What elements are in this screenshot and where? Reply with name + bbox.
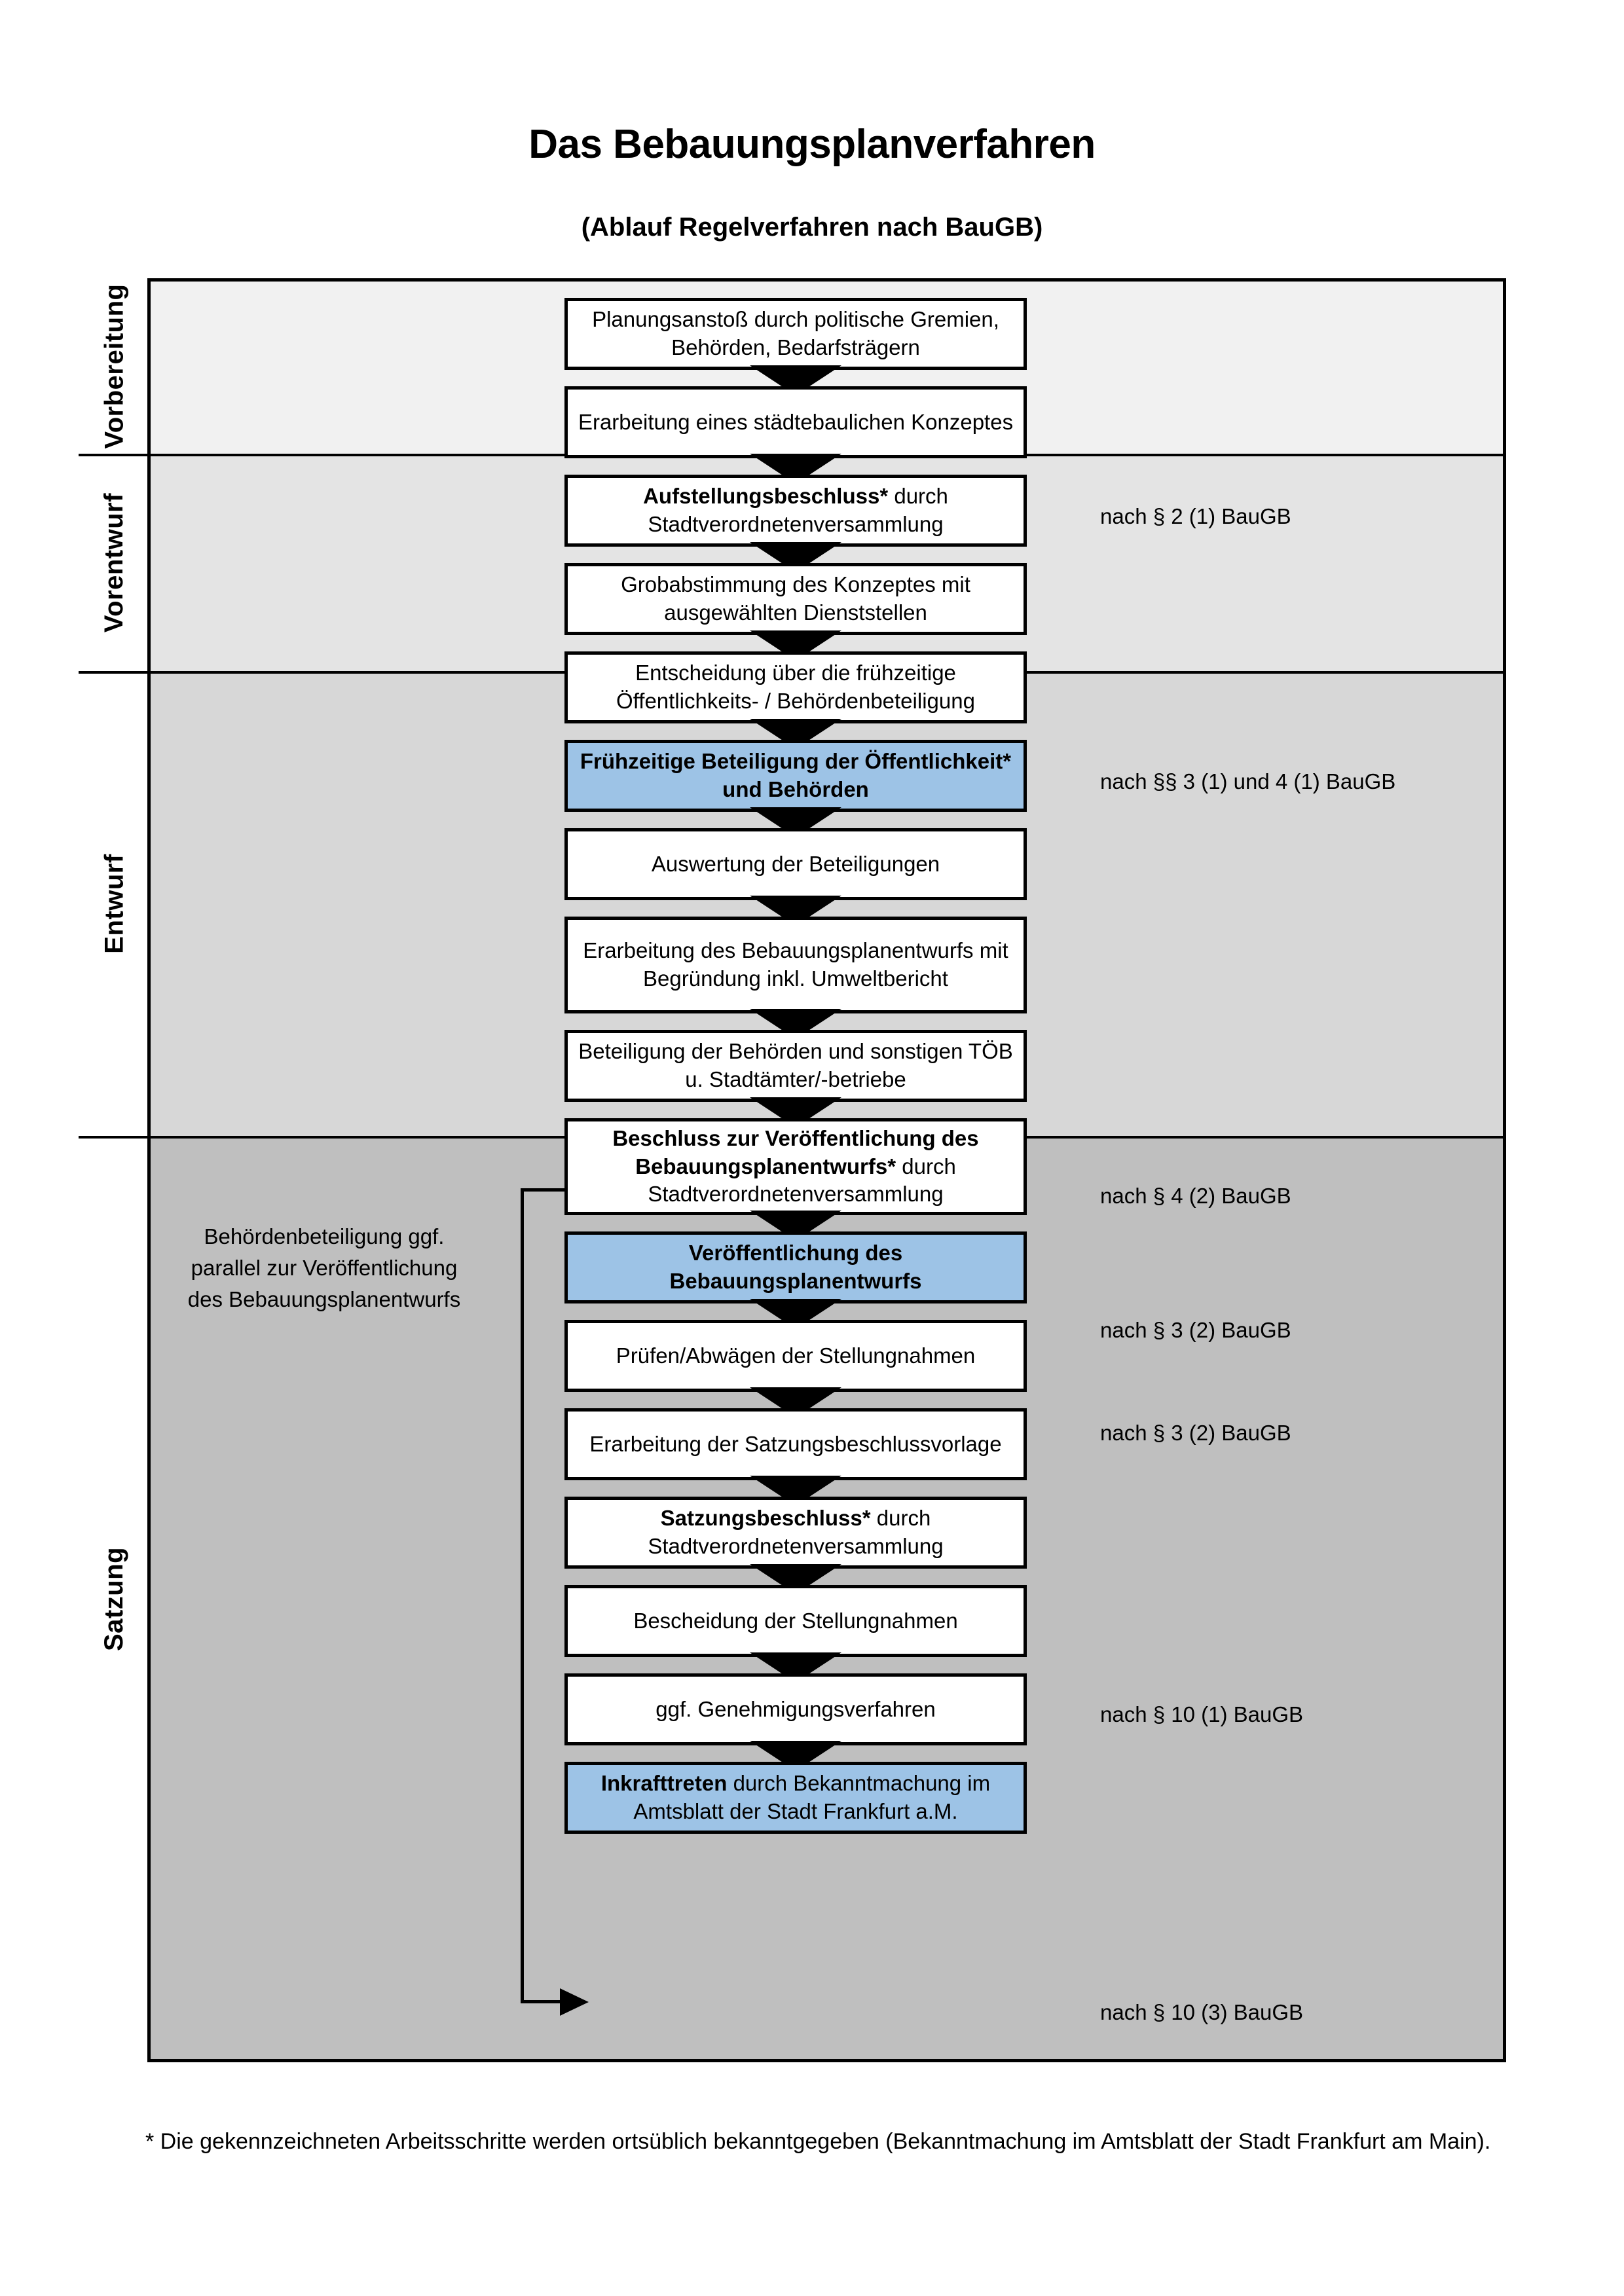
process-box-label: Veröffentlichung des Bebauungsplanentwur… — [669, 1241, 922, 1293]
process-box-label: Grobabstimmung des Konzeptes mit ausgewä… — [621, 572, 970, 625]
process-box-label: Planungsanstoß durch politische Gremien,… — [592, 307, 999, 359]
process-box-pruefen-abwaegen[interactable]: Prüfen/Abwägen der Stellungnahmen — [564, 1320, 1027, 1392]
process-box-bescheidung-stellungnahmen[interactable]: Bescheidung der Stellungnahmen — [564, 1585, 1027, 1657]
legal-reference-3-1-4-1: nach §§ 3 (1) und 4 (1) BauGB — [1100, 769, 1396, 793]
legal-reference-3-2-b: nach § 3 (2) BauGB — [1100, 1421, 1291, 1445]
legal-reference-3-2-a: nach § 3 (2) BauGB — [1100, 1318, 1291, 1342]
process-box-label: Erarbeitung der Satzungsbeschlussvorlage — [589, 1431, 1002, 1456]
bypass-connector-vertical-segment — [521, 1188, 524, 2003]
process-box-veroeffentlichung-bebauungsplanentwurf[interactable]: Veröffentlichung des Bebauungsplanentwur… — [564, 1231, 1027, 1303]
phase-label-text: Vorbereitung — [100, 283, 129, 448]
process-box-label: Entscheidung über die frühzeitige Öffent… — [616, 661, 975, 713]
process-box-label: Erarbeitung eines städtebaulichen Konzep… — [578, 409, 1014, 434]
process-box-label-bold: Satzungsbeschluss* — [660, 1506, 871, 1531]
legal-reference-10-1: nach § 10 (1) BauGB — [1100, 1702, 1304, 1726]
process-box-label: Prüfen/Abwägen der Stellungnahmen — [616, 1343, 976, 1368]
process-box-erarbeitung-bebauungsplanentwurf[interactable]: Erarbeitung des Bebauungsplanentwurfs mi… — [564, 917, 1027, 1013]
process-box-label: Inkrafttreten durch Bekanntmachung im Am… — [574, 1770, 1017, 1826]
process-box-auswertung-beteiligungen[interactable]: Auswertung der Beteiligungen — [564, 828, 1027, 900]
process-box-label-rest: durch Stadtverordnetenversammlung — [648, 1154, 956, 1207]
process-box-label: Aufstellungsbeschluss* durch Stadtverord… — [574, 483, 1017, 539]
process-box-staedtebauliches-konzept[interactable]: Erarbeitung eines städtebaulichen Konzep… — [564, 386, 1027, 458]
process-box-label: Erarbeitung des Bebauungsplanentwurfs mi… — [583, 938, 1008, 991]
process-box-label-rest: durch Stadtverordnetenversammlung — [648, 484, 948, 536]
page-subtitle: (Ablauf Regelverfahren nach BauGB) — [581, 213, 1043, 242]
process-box-genehmigungsverfahren[interactable]: ggf. Genehmigungsverfahren — [564, 1673, 1027, 1745]
phase-label-text: Satzung — [100, 1546, 129, 1652]
legal-reference-2-1: nach § 2 (1) BauGB — [1100, 504, 1291, 528]
process-box-entscheidung-fruehzeitige-beteiligung[interactable]: Entscheidung über die frühzeitige Öffent… — [564, 651, 1027, 723]
phase-label-text: Vorentwurf — [100, 492, 129, 632]
process-box-label: Frühzeitige Beteiligung der Öffentlichke… — [580, 749, 1012, 801]
process-box-label: ggf. Genehmigungsverfahren — [655, 1696, 936, 1721]
phase-label-entwurf: Entwurf — [79, 671, 151, 1136]
process-box-label-bold: Inkrafttreten — [600, 1771, 728, 1796]
phase-label-satzung: Satzung — [79, 1136, 151, 2062]
process-box-label-bold: Aufstellungsbeschluss* — [643, 484, 889, 509]
process-box-label: Auswertung der Beteiligungen — [651, 851, 940, 876]
process-box-label-rest: durch Stadtverordnetenversammlung — [648, 1506, 944, 1558]
process-box-label-bold: Beschluss zur Veröffentlichung des Bebau… — [612, 1125, 979, 1178]
process-box-label: Beschluss zur Veröffentlichung des Bebau… — [574, 1125, 1017, 1209]
process-box-label: Bescheidung der Stellungnahmen — [633, 1608, 958, 1633]
process-box-satzungsbeschluss[interactable]: Satzungsbeschluss* durch Stadtverordnete… — [564, 1497, 1027, 1569]
legal-reference-4-2: nach § 4 (2) BauGB — [1100, 1184, 1291, 1208]
phase-label-text: Entwurf — [100, 853, 129, 954]
process-box-grobabstimmung[interactable]: Grobabstimmung des Konzeptes mit ausgewä… — [564, 563, 1027, 635]
process-box-label: Satzungsbeschluss* durch Stadtverordnete… — [574, 1504, 1017, 1561]
process-box-beteiligung-behoerden-toeb[interactable]: Beteiligung der Behörden und sonstigen T… — [564, 1030, 1027, 1102]
page-title: Das Bebauungsplanverfahren — [528, 122, 1096, 167]
footnote-text: * Die gekennzeichneten Arbeitsschritte w… — [145, 2129, 1491, 2154]
process-box-label: Beteiligung der Behörden und sonstigen T… — [578, 1039, 1013, 1091]
process-box-inkrafttreten[interactable]: Inkrafttreten durch Bekanntmachung im Am… — [564, 1762, 1027, 1834]
process-box-satzungsbeschlussvorlage[interactable]: Erarbeitung der Satzungsbeschlussvorlage — [564, 1408, 1027, 1480]
process-box-fruehzeitige-beteiligung[interactable]: Frühzeitige Beteiligung der Öffentlichke… — [564, 740, 1027, 812]
side-note-behoerdenbeteiligung: Behördenbeteiligung ggf. parallel zur Ve… — [187, 1224, 461, 1311]
phase-label-vorbereitung: Vorbereitung — [79, 278, 151, 454]
process-box-label-rest: durch Bekanntmachung im Amtsblatt der St… — [633, 1771, 991, 1823]
bypass-connector-top-segment — [521, 1188, 596, 1192]
process-box-aufstellungsbeschluss[interactable]: Aufstellungsbeschluss* durch Stadtverord… — [564, 475, 1027, 547]
phase-label-vorentwurf: Vorentwurf — [79, 454, 151, 671]
phase-column — [79, 278, 151, 2062]
process-box-planungsanstoss[interactable]: Planungsanstoß durch politische Gremien,… — [564, 298, 1027, 370]
bypass-connector-bottom-segment — [521, 2000, 566, 2003]
legal-reference-10-3: nach § 10 (3) BauGB — [1100, 2000, 1304, 2024]
process-box-beschluss-veroeffentlichung[interactable]: Beschluss zur Veröffentlichung des Bebau… — [564, 1118, 1027, 1215]
